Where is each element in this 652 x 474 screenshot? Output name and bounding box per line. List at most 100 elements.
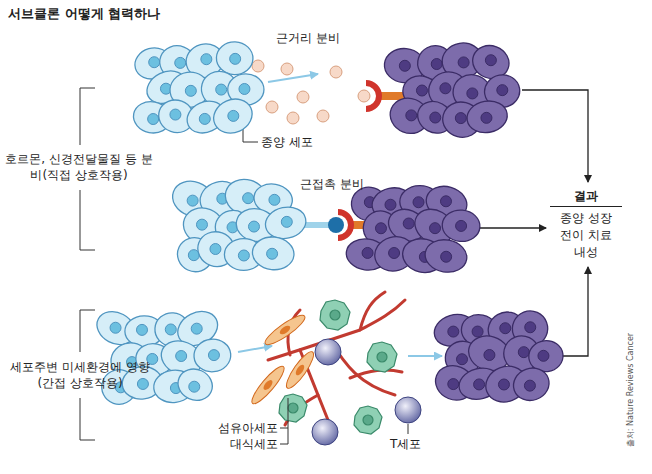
cell-cluster [430,305,565,408]
cell-nucleus [498,379,509,390]
diagram-title: 서브클론 어떻게 협력하나 [8,6,160,22]
cell-nucleus [518,347,529,358]
macrophage [279,300,397,434]
cell [441,209,481,244]
cell-nucleus [267,248,278,259]
cell-nucleus [430,223,441,234]
cell-nucleus [406,110,417,121]
cell-nucleus [170,109,181,120]
cell-nucleus [176,351,187,362]
cell-nucleus [208,350,219,361]
cell-nucleus [191,323,202,334]
cell-nucleus [474,379,485,390]
cell-cluster [168,174,309,277]
cell-nucleus [110,322,121,333]
cell [423,237,470,276]
cell-nucleus [538,350,549,361]
cell-nucleus [440,196,451,207]
cell-nucleus [199,113,210,124]
cell-nucleus [375,223,386,234]
part-label: 대식세포 [200,436,278,452]
cell-nucleus [431,59,442,70]
cell-nucleus [484,349,495,360]
part-label: 섬유아세포 [200,420,278,436]
cell-nucleus [467,88,478,99]
cell [216,41,254,75]
cell [208,93,257,139]
cell-nucleus [458,57,469,68]
cell-nucleus [413,197,424,208]
cell-nucleus [239,83,250,94]
cell-nucleus [243,193,254,204]
cell-nucleus [389,247,400,258]
cell-nucleus [185,85,196,96]
cell-nucleus [481,112,492,123]
part-label: 종양 세포 [261,134,331,150]
cell-nucleus [187,195,198,206]
cell-nucleus [441,251,452,262]
cell-nucleus [165,324,176,335]
flow-arrow [408,355,442,357]
cell-cluster [91,305,232,409]
cell-nucleus [196,219,207,230]
cell-nucleus [149,57,160,68]
flow-arrow [268,74,318,82]
cell-nucleus [230,53,241,64]
cell [251,235,296,272]
cell-nucleus [448,326,459,337]
cell-nucleus [385,199,396,210]
cell-nucleus [269,194,280,205]
cell-nucleus [430,112,441,123]
cell-cluster [131,40,264,139]
receptor [338,212,351,238]
cell-nucleus [524,380,535,391]
cell [464,98,509,136]
blood-vessel [268,292,405,425]
leader-line [243,112,408,444]
cell-cluster [344,182,481,277]
cell-nucleus [201,54,212,65]
contact-ligand [328,217,344,233]
flow-arrow [238,346,272,352]
result-heading: 결과 [550,188,622,207]
cell-nucleus [440,83,451,94]
bracket-label: 호르몬, 신경전달물질 등 분비(직접 상호작용) [4,151,154,183]
cell-nucleus [136,324,147,335]
cell [509,363,554,405]
cell-nucleus [137,378,148,389]
cell [193,338,232,374]
cell-nucleus [399,60,410,71]
cell-nucleus [416,85,427,96]
cell-nucleus [216,84,227,95]
result-body: 종양 성장 전이 치료 내성 [550,210,622,261]
cell-nucleus [497,85,508,96]
cell-nucleus [238,250,249,261]
cell-nucleus [457,354,468,365]
cell-nucleus [485,55,496,66]
cell-nucleus [448,379,459,390]
fibroblast [248,311,318,407]
cell-nucleus [248,221,259,232]
cell [263,204,309,243]
cell-nucleus [472,326,483,337]
process-label: 근거리 분비 [276,30,366,46]
bracket-label: 세포주변 미세환경에 영향(간접 상호작용) [10,359,150,391]
cell-nucleus [362,247,373,258]
cell-nucleus [175,57,186,68]
process-label: 근접촉 분비 [300,176,390,192]
cell-nucleus [456,220,467,231]
cell-nucleus [228,110,239,121]
result-box: 결과종양 성장 전이 치료 내성 [550,188,622,261]
part-label: T세포 [390,436,440,452]
cell-nucleus [500,323,511,334]
cell-nucleus [281,216,292,227]
cell-nucleus [525,322,536,333]
cell-nucleus [403,218,414,229]
source-credit: 출처: Nature Reviews Cancer [625,317,637,463]
cell-nucleus [210,244,221,255]
cell-nucleus [148,114,159,125]
cell [173,364,217,406]
t-cell [312,339,421,445]
